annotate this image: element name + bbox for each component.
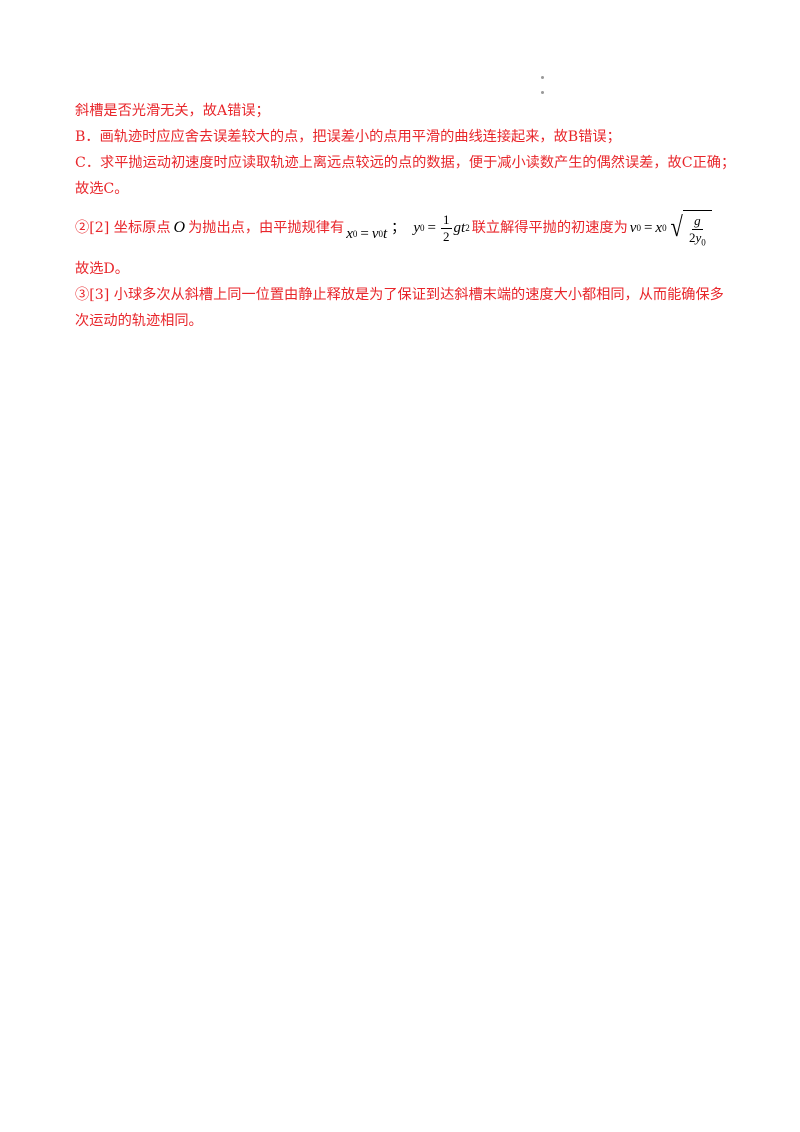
text-line-option-c: C．求平抛运动初速度时应读取轨迹上离远点较远的点的数据，便于减小读数产生的偶然误… — [75, 155, 736, 171]
square-root: √ g 2y0 — [669, 210, 712, 248]
header-mark — [541, 91, 544, 94]
formula-intro-text: ②[2] 坐标原点 — [75, 220, 171, 236]
text-line-part-3: ③[3] 小球多次从斜槽上同一位置由静止释放是为了保证到达斜槽末端的速度大小都相… — [75, 287, 724, 329]
origin-symbol: O — [173, 219, 186, 236]
text-line-1: 斜槽是否光滑无关，故A错误； — [75, 103, 270, 119]
formula-intro-text-2: 为抛出点，由平抛规律有 — [188, 220, 345, 236]
fraction-g-over-2y: g 2y0 — [688, 212, 706, 248]
fraction-one-half: 1 2 — [441, 211, 452, 244]
text-line-answer-d: 故选D。 — [75, 261, 129, 277]
header-mark — [541, 76, 544, 79]
answer-explanation: 斜槽是否光滑无关，故A错误； B．画轨迹时应应舍去误差较大的点，把误差小的点用平… — [75, 98, 735, 334]
formula-separator: ； — [391, 220, 406, 236]
formula-conclusion-text: 联立解得平抛的初速度为 — [471, 220, 628, 236]
text-line-answer-c: 故选C。 — [75, 181, 129, 197]
text-line-option-b: B．画轨迹时应应舍去误差较大的点，把误差小的点用平滑的曲线连接起来，故B错误； — [75, 129, 621, 145]
